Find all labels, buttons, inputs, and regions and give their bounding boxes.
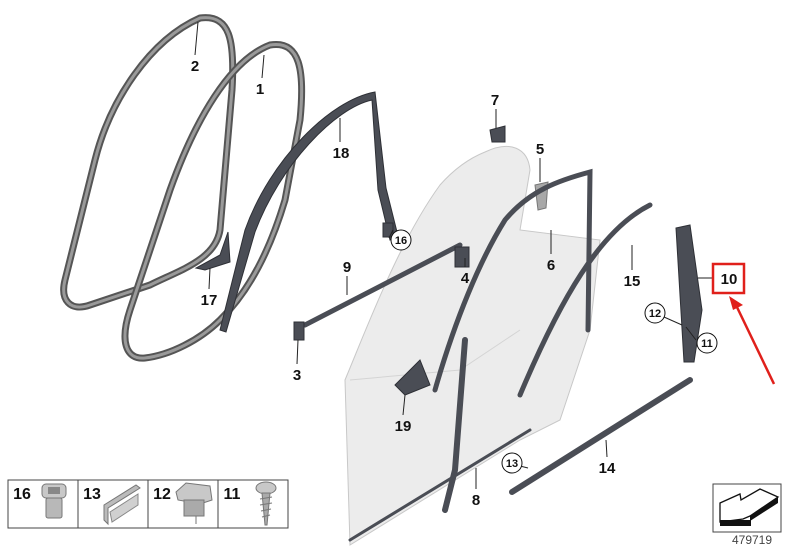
legend-number-12: 12 <box>153 486 171 503</box>
callout-18: 18 <box>333 145 350 162</box>
red-arrow-icon <box>729 296 776 385</box>
callout-circle-12 <box>644 302 666 324</box>
callout-12: 12 <box>649 308 661 320</box>
hardware-legend: 16 13 12 11 <box>7 479 289 529</box>
callout-circle-11 <box>696 332 718 354</box>
self-tapping-screw-icon[interactable] <box>255 481 277 526</box>
vehicle-orientation-arrow-icon <box>712 483 782 533</box>
callout-2: 2 <box>191 58 199 75</box>
diagram-number: 479719 <box>732 533 772 547</box>
expanding-nut-icon[interactable] <box>175 482 213 524</box>
legend-number-13: 13 <box>83 486 101 503</box>
callout-10[interactable]: 10 <box>721 271 738 288</box>
clip-nut-icon[interactable] <box>41 483 67 519</box>
window-channel-6[interactable] <box>432 168 593 393</box>
strip-8[interactable] <box>442 337 468 513</box>
window-strip-15[interactable] <box>517 202 653 398</box>
callout-circle-16 <box>390 229 412 251</box>
clip-3[interactable] <box>293 321 305 341</box>
callout-3: 3 <box>293 367 301 384</box>
legend-number-11: 11 <box>224 486 241 503</box>
callout-19: 19 <box>395 418 412 435</box>
callout-13: 13 <box>506 458 518 470</box>
clip-16[interactable] <box>382 222 394 238</box>
callout-11: 11 <box>701 338 713 350</box>
bracket-4[interactable] <box>454 246 470 268</box>
callout-5: 5 <box>536 141 544 158</box>
callout-4: 4 <box>461 270 470 287</box>
mirror-triangle-19[interactable] <box>394 359 431 396</box>
callout-14: 14 <box>599 460 616 477</box>
callout-8: 8 <box>472 492 480 509</box>
callout-6: 6 <box>547 257 555 274</box>
callout-circle-13 <box>501 452 523 474</box>
callout-9: 9 <box>343 259 351 276</box>
b-pillar-trim-10[interactable] <box>675 224 703 363</box>
sill-strip-14[interactable] <box>509 377 693 495</box>
cover-7[interactable] <box>489 125 506 143</box>
callout-7: 7 <box>491 92 499 109</box>
callout-15: 15 <box>624 273 641 290</box>
legend-number-16: 16 <box>13 486 31 503</box>
highlight-box <box>711 262 746 295</box>
callout-17: 17 <box>201 292 218 309</box>
seal-18[interactable] <box>219 91 399 333</box>
edge-clip-icon[interactable] <box>103 484 141 526</box>
door-seal-1[interactable] <box>121 41 306 362</box>
mirror-triangle-17[interactable] <box>194 231 231 271</box>
callout-1: 1 <box>256 81 264 98</box>
window-strip-9[interactable] <box>302 242 463 328</box>
callout-16: 16 <box>395 235 407 247</box>
